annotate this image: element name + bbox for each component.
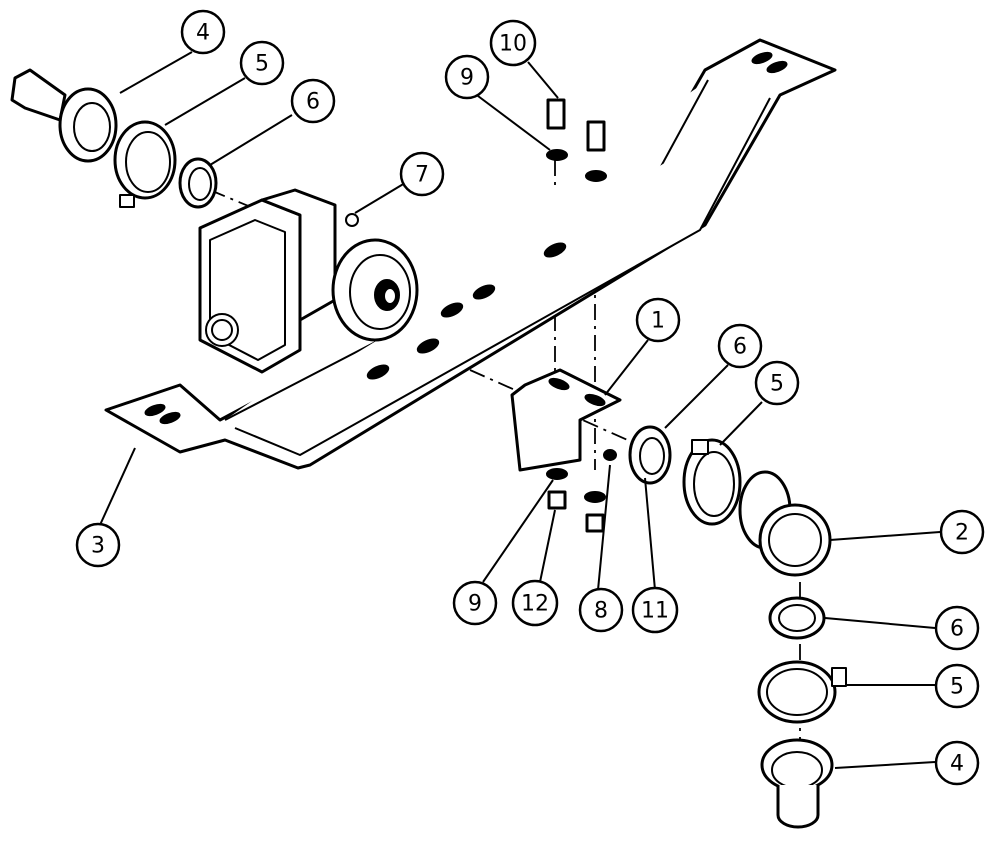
bottom-fitting-group (757, 596, 847, 829)
callout-12-label: 12 (521, 592, 549, 617)
top-left-fitting-group (10, 68, 218, 209)
callout-3-label: 3 (91, 534, 105, 559)
callout-5-mid-label: 5 (770, 372, 784, 397)
callout-2-label: 2 (955, 521, 969, 546)
callout-6-bot: 6 (934, 605, 980, 651)
callout-2: 2 (939, 509, 985, 555)
callout-5-bot-label: 5 (950, 675, 964, 700)
bolts-washers-bottom (546, 449, 617, 533)
leader-lines (99, 51, 941, 769)
callout-4-top-label: 4 (196, 21, 210, 46)
callout-8-label: 8 (594, 599, 608, 624)
callout-4-bot: 4 (934, 740, 980, 786)
callout-9-bot: 9 (452, 580, 498, 626)
pump-motor (198, 188, 419, 374)
main-frame-bracket (104, 38, 837, 470)
callout-6-mid: 6 (717, 323, 763, 369)
callout-9-bot-label: 9 (468, 592, 482, 617)
callout-5-bot: 5 (934, 663, 980, 709)
callout-10: 10 (489, 19, 537, 67)
callout-8: 8 (578, 587, 624, 633)
callout-5-top: 5 (239, 40, 285, 86)
callout-1: 1 (635, 297, 681, 343)
callout-5-mid: 5 (754, 360, 800, 406)
right-fitting-group (628, 425, 832, 577)
callout-1-label: 1 (651, 309, 665, 334)
callout-12: 12 (511, 579, 559, 627)
callout-4-top: 4 (180, 9, 226, 55)
angle-bracket (510, 368, 622, 472)
callout-9-top: 9 (444, 54, 490, 100)
callout-7: 7 (399, 151, 445, 197)
callout-10-label: 10 (499, 32, 527, 57)
callout-6-top-label: 6 (306, 90, 320, 115)
callout-3: 3 (75, 522, 121, 568)
callout-5-top-label: 5 (255, 52, 269, 77)
callout-11-label: 11 (641, 599, 669, 624)
bolts-washers-top (546, 98, 607, 182)
callout-6-mid-label: 6 (733, 335, 747, 360)
callout-6-bot-label: 6 (950, 617, 964, 642)
callout-11: 11 (631, 586, 679, 634)
callout-9-top-label: 9 (460, 66, 474, 91)
callout-6-top: 6 (290, 78, 336, 124)
callout-7-label: 7 (415, 163, 429, 188)
callout-4-bot-label: 4 (950, 752, 964, 777)
